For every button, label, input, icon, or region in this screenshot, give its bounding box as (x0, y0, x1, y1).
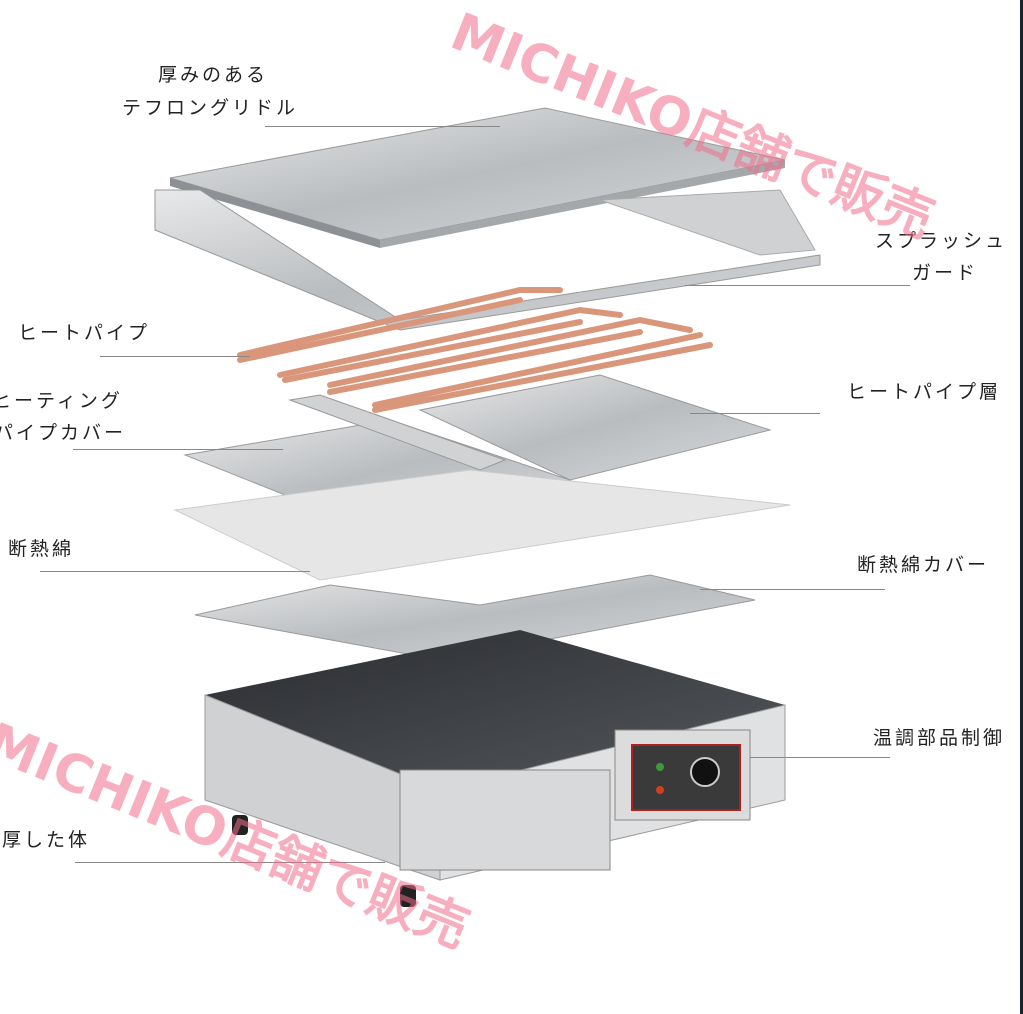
leader-thermostat (750, 757, 890, 758)
leader-insulation (40, 571, 310, 572)
label-insulation: 断熱綿 (8, 538, 75, 560)
label-pipe-cover-2: パイプカバー (0, 422, 127, 444)
label-splash-guard-2: ガード (912, 262, 979, 284)
heat-pipes (237, 287, 713, 413)
insulation-cotton (173, 469, 791, 581)
right-edge-bar (1020, 0, 1023, 1014)
drip-drawer (399, 769, 611, 871)
leader-pipe-cover (73, 449, 283, 450)
leader-griddle (265, 126, 500, 127)
griddle-body-top (205, 630, 785, 790)
label-griddle-1: 厚みのある (158, 64, 269, 86)
label-body: 厚した体 (2, 829, 91, 851)
label-heat-pipe: ヒートパイプ (18, 322, 151, 344)
leader-insulation-cover (700, 589, 885, 590)
heat-pipe-layer (418, 374, 772, 481)
leader-body (75, 862, 385, 863)
label-griddle-2: テフロングリドル (122, 97, 299, 119)
label-insulation-cover: 断熱綿カバー (857, 554, 990, 576)
leader-splash-guard (685, 285, 910, 286)
leader-heat-pipe (100, 356, 250, 357)
label-pipe-cover-1: ヒーティング (0, 390, 123, 412)
thermostat-knob (690, 757, 720, 787)
label-heat-pipe-layer: ヒートパイプ層 (847, 381, 1002, 403)
label-thermostat: 温調部品制御 (873, 727, 1006, 749)
leader-heat-pipe-layer (690, 413, 820, 414)
splash-guard (154, 189, 821, 331)
label-splash-guard-1: スプラッシュ (875, 230, 1008, 252)
